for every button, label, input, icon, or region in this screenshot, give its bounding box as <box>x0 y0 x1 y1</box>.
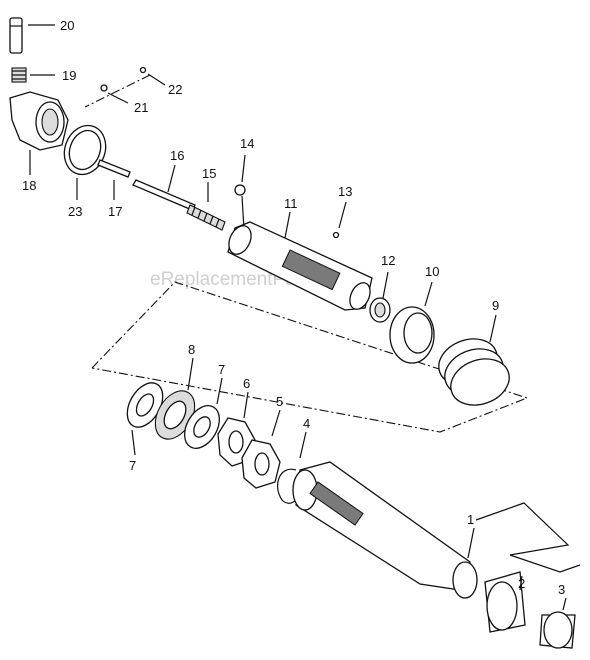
part-7-washer-right <box>184 377 223 449</box>
callout-15: 15 <box>202 166 216 181</box>
part-13-ball <box>332 201 347 239</box>
callout-19: 19 <box>62 68 76 83</box>
part-17-rod <box>97 159 131 200</box>
part-20-pin <box>9 17 55 54</box>
part-14-ball <box>234 154 246 231</box>
part-5-nut <box>241 409 281 489</box>
callout-16: 16 <box>170 148 184 163</box>
callout-7-lower: 7 <box>129 458 136 473</box>
callout-23: 23 <box>68 204 82 219</box>
part-12-bushing <box>369 271 391 323</box>
part-18-housing <box>9 91 69 175</box>
callout-11: 11 <box>284 196 298 211</box>
assembly-bracket <box>475 502 581 573</box>
part-7-washer-left <box>126 382 164 456</box>
upper-group-boundary <box>91 281 529 433</box>
part-15-spring <box>186 182 226 231</box>
callout-14: 14 <box>240 136 254 151</box>
part-9-spring <box>438 314 510 406</box>
callout-5: 5 <box>276 394 283 409</box>
callout-18: 18 <box>22 178 36 193</box>
callout-13: 13 <box>338 184 352 199</box>
callout-12: 12 <box>381 253 395 268</box>
callout-22: 22 <box>168 82 182 97</box>
callout-6: 6 <box>243 376 250 391</box>
callout-4: 4 <box>303 416 310 431</box>
part-11-shaft <box>227 211 373 311</box>
callout-9: 9 <box>492 298 499 313</box>
part-23-ring <box>63 124 107 200</box>
callout-7-upper: 7 <box>218 362 225 377</box>
part-16-pin <box>132 164 196 211</box>
callout-21: 21 <box>134 100 148 115</box>
shaft-align-line <box>84 74 151 108</box>
part-19-spring <box>11 67 55 83</box>
callout-17: 17 <box>108 204 122 219</box>
part-8-bearing <box>154 357 196 440</box>
callout-8: 8 <box>188 342 195 357</box>
callout-20: 20 <box>60 18 74 33</box>
callout-10: 10 <box>425 264 439 279</box>
callout-1: 1 <box>467 512 474 527</box>
part-2-sleeve <box>484 571 526 633</box>
part-1-shaft <box>292 461 478 599</box>
part-3-bushing <box>539 597 576 649</box>
part-22-ball <box>139 66 166 86</box>
part-10-ring <box>389 281 435 364</box>
part-21-ball <box>100 84 129 104</box>
callout-2: 2 <box>518 576 525 591</box>
callout-3: 3 <box>558 582 565 597</box>
